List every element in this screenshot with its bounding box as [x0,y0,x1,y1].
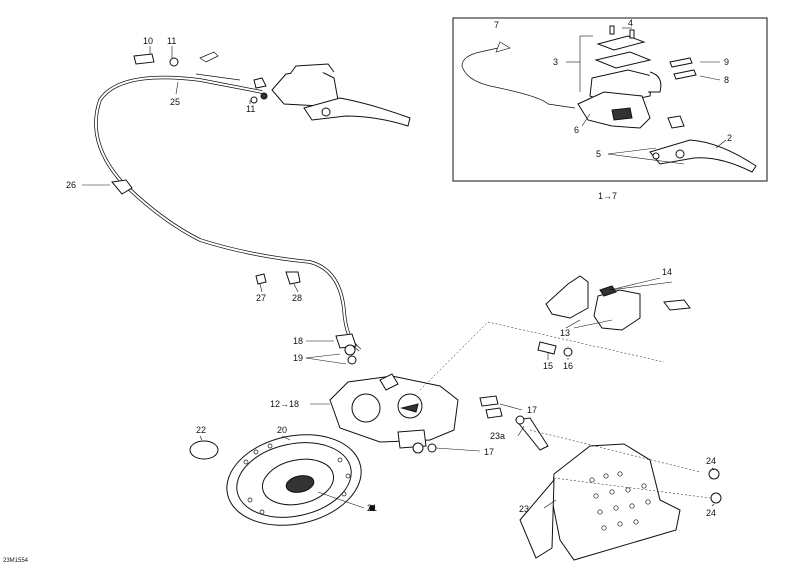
callout-2: 2 [727,133,732,143]
callout-19: 19 [293,353,303,363]
callout-16: 16 [563,361,573,371]
callout-8: 8 [724,75,729,85]
callout-11-top: 11 [167,36,176,46]
fittings [111,53,357,365]
callout-12-18: 12→18 [270,399,299,409]
brake-hose [94,51,362,352]
callout-17-upper: 17 [527,405,537,415]
callout-15: 15 [543,361,553,371]
callout-28: 28 [292,293,302,303]
disc-holes [243,443,351,515]
callout-14: 14 [662,267,672,277]
callout-23a: 23a [490,431,505,441]
callout-labels: 10 11 11 25 26 27 28 18 19 12→18 17 17 1… [3,18,732,564]
master-cylinder-assembly [253,63,411,127]
callout-4: 4 [628,18,633,28]
callout-27: 27 [256,293,266,303]
shield-holes [589,471,651,531]
callout-23: 23 [519,504,529,514]
callout-9: 9 [724,57,729,67]
leader-lines [82,46,715,509]
callout-20: 20 [277,425,287,435]
brake-caliper [329,321,665,454]
callout-1-7: 1→7 [598,191,617,201]
callout-25: 25 [170,97,180,107]
drawing-code: 23M1554 [3,558,29,564]
heat-shield [515,415,722,561]
inset-master-cylinder-box [452,17,768,182]
callout-24-lower: 24 [706,508,716,518]
callout-18: 18 [293,336,303,346]
brake-pads [545,275,691,331]
callout-6: 6 [574,125,579,135]
callout-5: 5 [596,149,601,159]
torque-marker-icon [369,505,375,511]
callout-11: 11 [246,104,255,114]
callout-24-upper: 24 [706,456,716,466]
bleeder-screw [537,341,573,357]
callout-17-lower: 17 [484,447,494,457]
callout-7: 7 [494,20,499,30]
callout-13: 13 [560,328,570,338]
callout-26: 26 [66,180,76,190]
callout-10: 10 [143,36,153,46]
brake-disc [189,434,362,526]
callout-3: 3 [553,57,558,67]
callout-22: 22 [196,425,206,435]
